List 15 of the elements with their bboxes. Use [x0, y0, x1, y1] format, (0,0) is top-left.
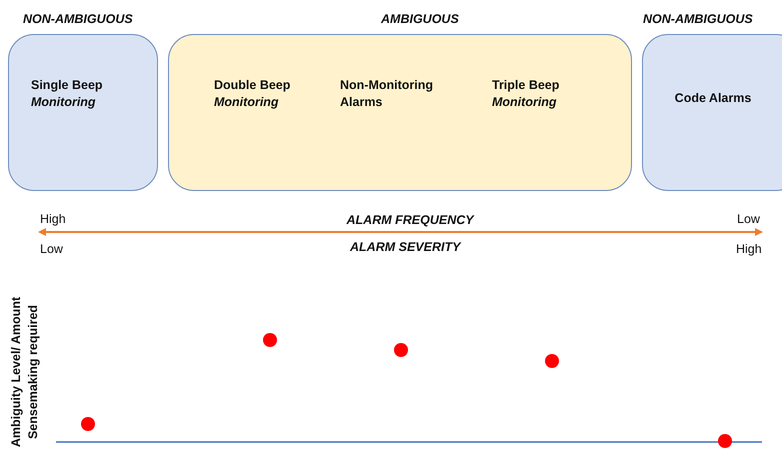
alarm-type-label: Non-Monitoring Alarms	[340, 77, 434, 111]
scale-end-label: Low	[737, 211, 760, 227]
alarm-type-label: Single Beep Monitoring	[31, 77, 104, 111]
alarm-type-label: Double Beep Monitoring	[214, 77, 292, 111]
scale-title: ALARM SEVERITY	[350, 239, 460, 255]
scale-end-label: High	[736, 241, 762, 257]
group-heading: AMBIGUOUS	[381, 12, 459, 26]
alarm-type-label: Code Alarms	[674, 90, 752, 107]
group-heading: NON-AMBIGUOUS	[23, 12, 133, 26]
axis-title: Ambiguity Level/ Amount Sensemaking required	[8, 296, 41, 449]
scale-title: ALARM FREQUENCY	[346, 212, 474, 228]
group-heading: NON-AMBIGUOUS	[643, 12, 753, 26]
scale-end-label: Low	[40, 241, 63, 257]
alarm-type-label: Triple Beep Monitoring	[492, 77, 560, 111]
scale-end-label: High	[40, 211, 66, 227]
